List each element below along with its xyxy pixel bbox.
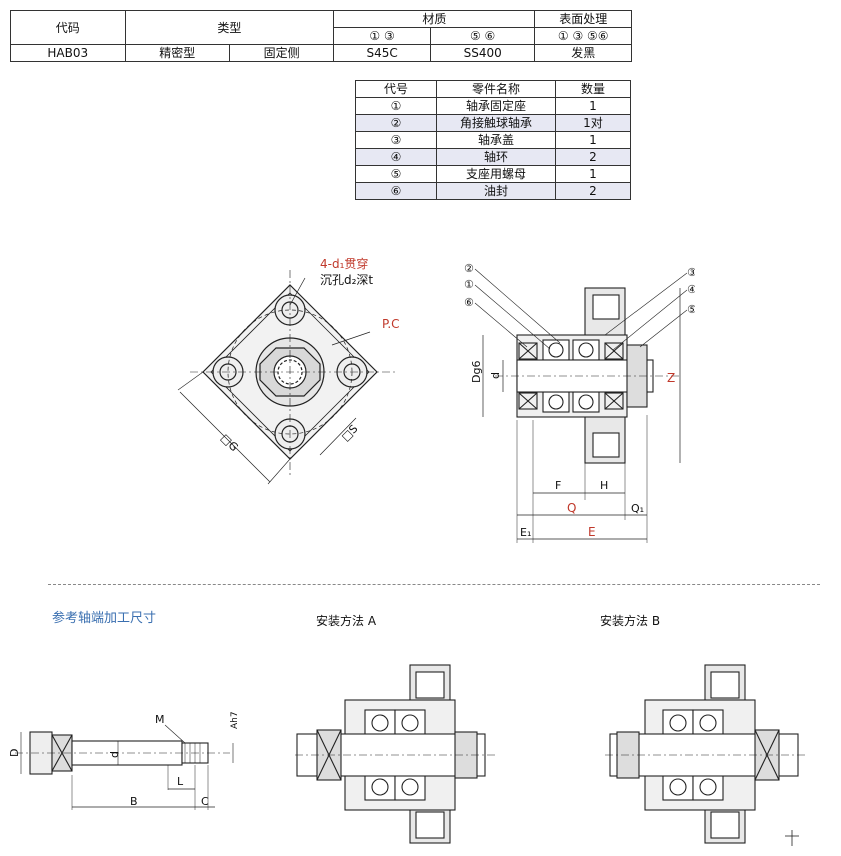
part-name: 轴承盖 — [436, 131, 556, 149]
front-view-drawing: 4-d₁贯穿 沉孔d₂深t P.C.D □G □S — [177, 256, 400, 485]
dg6-label: Dg6 — [470, 361, 483, 383]
surface-cell: 发黑 — [534, 44, 632, 62]
table-row: HAB03 精密型 固定侧 S45C SS400 发黑 — [10, 44, 632, 62]
callout-2: ② — [464, 262, 474, 275]
table-row: ⑥ 油封 2 — [355, 182, 631, 200]
part-qty: 1 — [555, 165, 631, 183]
part-name: 轴环 — [436, 148, 556, 166]
material-parts-b: ⑤ ⑥ — [429, 27, 536, 45]
part-code: ⑥ — [355, 182, 437, 200]
table-row: ② 角接触球轴承 1对 — [355, 114, 631, 132]
part-code: ④ — [355, 148, 437, 166]
part-qty: 1对 — [555, 114, 631, 132]
f-label: F — [555, 479, 561, 492]
part-qty: 2 — [555, 182, 631, 200]
col-surface-header: 表面处理 — [534, 10, 632, 28]
section-view-drawing: ② ① ⑥ ③ ④ ⑤ Dg6 d F H Q₁ E₁ Z Q E — [464, 262, 695, 543]
part-qty: 1 — [555, 97, 631, 115]
mount-a-drawing — [295, 664, 495, 844]
mount-a-title: 安装方法 A — [316, 614, 377, 628]
h-label: H — [600, 479, 608, 492]
part-name: 角接触球轴承 — [436, 114, 556, 132]
table-row: ① 轴承固定座 1 — [355, 97, 631, 115]
table-row: ③ 轴承盖 1 — [355, 131, 631, 149]
surface-parts: ① ③ ⑤⑥ — [534, 27, 632, 45]
s-dimension-label: □S — [339, 422, 360, 443]
table-row: ⑤ 支座用螺母 1 — [355, 165, 631, 183]
q-label: Q — [567, 501, 576, 515]
shaft-m-label: M — [155, 713, 165, 726]
part-name: 支座用螺母 — [436, 165, 556, 183]
callout-5: ⑤ — [687, 303, 695, 316]
shaft-d-label: d — [108, 751, 121, 758]
part-name: 油封 — [436, 182, 556, 200]
type-cell-a: 精密型 — [124, 44, 230, 62]
code-cell: HAB03 — [10, 44, 126, 62]
d-label: d — [489, 372, 502, 379]
part-code: ② — [355, 114, 437, 132]
parts-name-header: 零件名称 — [436, 80, 556, 98]
z-label: Z — [667, 371, 675, 385]
shaft-b-label: B — [130, 795, 138, 808]
col-code-header: 代码 — [10, 10, 126, 45]
part-code: ① — [355, 97, 437, 115]
shaft-end-drawing: D d M Ah7 L B C — [8, 711, 240, 810]
shaft-l-label: L — [177, 775, 184, 788]
shaft-c-label: C — [201, 795, 209, 808]
callout-3: ③ — [687, 266, 695, 279]
parts-code-header: 代号 — [355, 80, 437, 98]
col-material-header: 材质 — [333, 10, 536, 28]
material-parts-a: ① ③ — [333, 27, 431, 45]
parts-table: 代号 零件名称 数量 ① 轴承固定座 1 ② 角接触球轴承 1对 ③ 轴承盖 1… — [355, 80, 631, 200]
g-dimension-label: □G — [218, 431, 241, 454]
material-cell-b: SS400 — [429, 44, 536, 62]
part-qty: 2 — [555, 148, 631, 166]
part-code: ⑤ — [355, 165, 437, 183]
shaft-ah7-label: Ah7 — [230, 711, 240, 729]
shaft-d-big-label: D — [8, 749, 21, 757]
callout-6: ⑥ — [464, 296, 474, 309]
callout-1: ① — [464, 278, 474, 291]
q1-label: Q₁ — [631, 502, 644, 515]
parts-qty-header: 数量 — [555, 80, 631, 98]
table-row: ④ 轴环 2 — [355, 148, 631, 166]
holes-label: 4-d₁贯穿 — [320, 256, 368, 271]
type-cell-b: 固定侧 — [228, 44, 335, 62]
col-type-header: 类型 — [124, 10, 335, 45]
counterbore-label: 沉孔d₂深t — [320, 273, 373, 287]
e1-label: E₁ — [520, 526, 531, 539]
callout-4: ④ — [687, 283, 695, 296]
part-qty: 1 — [555, 131, 631, 149]
shaft-end-title: 参考轴端加工尺寸 — [52, 611, 157, 626]
material-cell-a: S45C — [333, 44, 431, 62]
spec-table: 代码 类型 材质 表面处理 ① ③ ⑤ ⑥ ① ③ ⑤⑥ HAB03 精密型 固… — [10, 10, 632, 62]
part-name: 轴承固定座 — [436, 97, 556, 115]
pcd-label: P.C.D — [382, 317, 400, 331]
section-divider — [48, 584, 820, 585]
mount-b-drawing — [605, 664, 805, 846]
part-code: ③ — [355, 131, 437, 149]
mount-b-title: 安装方法 B — [600, 614, 661, 628]
e-label: E — [588, 525, 596, 539]
